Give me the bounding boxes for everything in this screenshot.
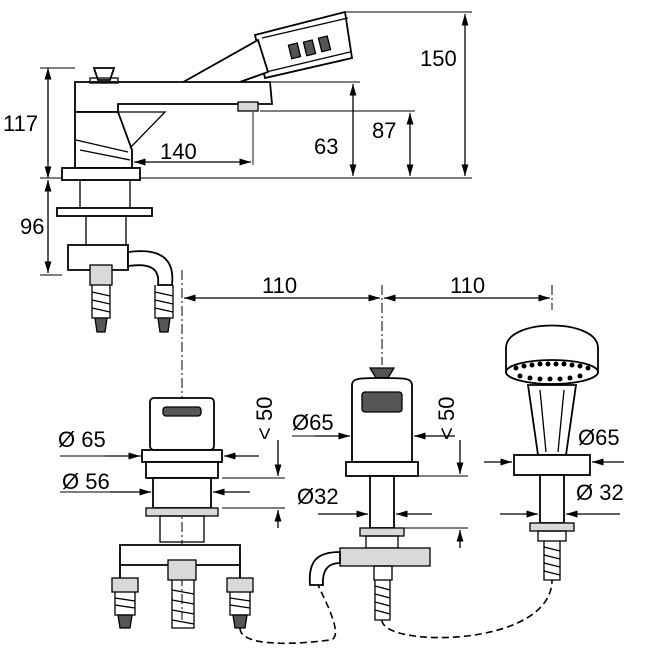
dim-dia65-shower: Ø65 [578, 425, 620, 450]
dim-dia65-diverter: Ø65 [292, 410, 334, 435]
spacing-dimensions: 110 110 [184, 273, 550, 302]
hose-diverter-to-shower [381, 579, 553, 639]
side-lever [92, 67, 116, 81]
diverter-knob-top [368, 367, 396, 379]
shower-spray-holes [513, 361, 591, 382]
dim-110-left: 110 [262, 273, 297, 298]
dim-140: 140 [160, 139, 197, 164]
front-mixer: Ø 65 Ø 56 < 50 [58, 397, 285, 629]
diverter-indicator [361, 391, 403, 413]
side-base-plate [61, 167, 141, 181]
front-hand-shower: Ø65 Ø 32 [484, 324, 624, 581]
dim-96: 96 [20, 214, 44, 239]
side-deck-flange [56, 207, 153, 217]
side-mixer-body [74, 111, 133, 169]
diverter-body [351, 377, 413, 463]
mixer-handle-slot [162, 406, 202, 417]
dim-dia65-mixer: Ø 65 [58, 427, 106, 452]
side-spout-outlet [237, 101, 259, 112]
dim-87: 87 [372, 118, 396, 143]
dim-63: 63 [314, 134, 338, 159]
mixer-handle [149, 397, 215, 451]
dim-dia32-shower: Ø 32 [576, 480, 624, 505]
mixer-connector-right [226, 577, 254, 593]
side-view: 150 117 87 63 140 96 [3, 10, 472, 333]
shower-holder [513, 454, 591, 476]
dim-117: 117 [3, 111, 38, 136]
diverter-tee-connector [339, 547, 431, 567]
side-elbow-connector [127, 250, 174, 286]
dim-110-right: 110 [450, 273, 485, 298]
shower-handle [526, 384, 578, 456]
dim-dia32-diverter: Ø32 [297, 484, 339, 509]
mixer-connector-left [111, 577, 139, 593]
dim-lt50-mixer: < 50 [252, 397, 277, 440]
hose-mixer-to-diverter [239, 584, 337, 645]
dim-lt50-diverter: < 50 [434, 397, 459, 440]
dim-150: 150 [420, 46, 457, 71]
side-check-valve [89, 264, 113, 286]
dim-dia56: Ø 56 [62, 469, 110, 494]
front-diverter: Ø65 Ø32 < 50 [292, 367, 468, 621]
